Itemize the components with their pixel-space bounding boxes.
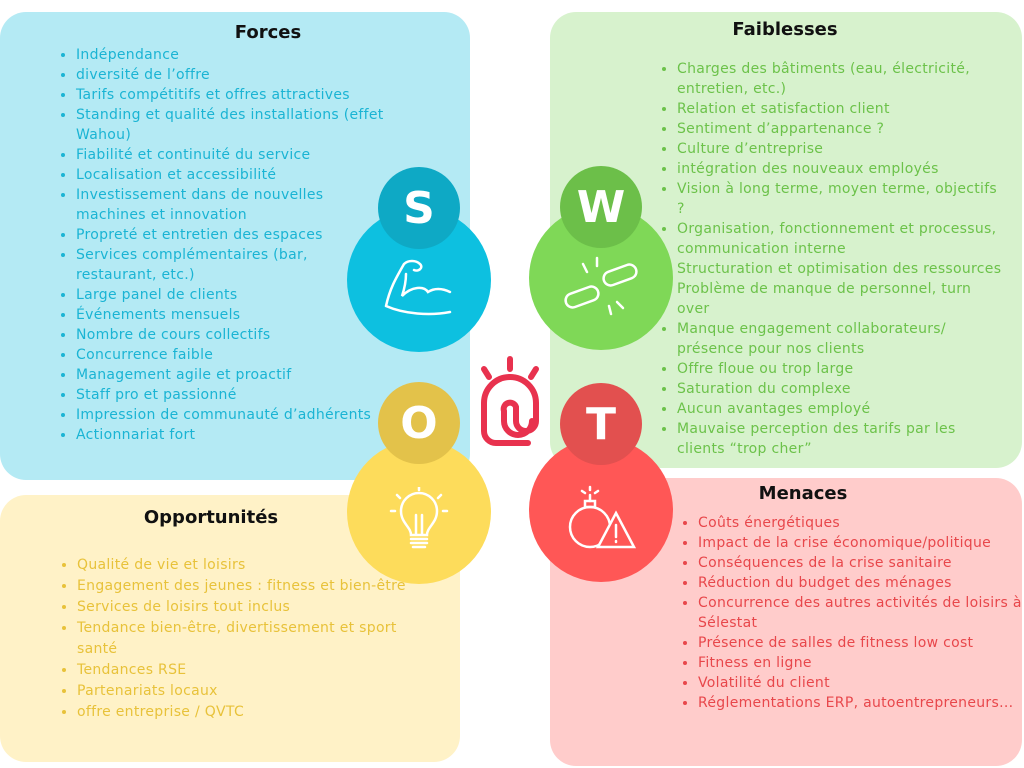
- weaknesses-item: Aucun avantages employé: [677, 399, 1007, 419]
- strengths-list: Indépendancediversité de l’offreTarifs c…: [60, 45, 386, 445]
- weaknesses-item: Charges des bâtiments (eau, électricité,…: [677, 59, 1007, 99]
- broken-chain-icon: [564, 256, 638, 316]
- strengths-item: Concurrence faible: [76, 345, 386, 365]
- opportunities-list: Qualité de vie et loisirsEngagement des …: [61, 555, 417, 723]
- threats-item: Concurrence des autres activités de lois…: [698, 593, 1023, 633]
- threats-item: Volatilité du client: [698, 673, 1023, 693]
- threats-item: Coûts énergétiques: [698, 513, 1023, 533]
- opportunities-item: Tendances RSE: [77, 660, 417, 681]
- strengths-item: Large panel de clients: [76, 285, 386, 305]
- brand-logo-icon: [481, 356, 539, 446]
- opportunities-item: Qualité de vie et loisirs: [77, 555, 417, 576]
- lightbulb-icon: [389, 487, 449, 549]
- strengths-item: Indépendance: [76, 45, 386, 65]
- strengths-item: Tarifs compétitifs et offres attractives: [76, 85, 386, 105]
- weaknesses-item: Organisation, fonctionnement et processu…: [677, 219, 1007, 259]
- weaknesses-item: Saturation du complexe: [677, 379, 1007, 399]
- threats-item: Conséquences de la crise sanitaire: [698, 553, 1023, 573]
- weaknesses-item: Manque engagement collaborateurs/ présen…: [677, 319, 1007, 359]
- weaknesses-title: Faiblesses: [732, 19, 838, 40]
- flexed-bicep-icon: [384, 259, 452, 316]
- weaknesses-item: Offre floue ou trop large: [677, 359, 1007, 379]
- opportunities-letter-badge: O: [378, 382, 460, 464]
- opportunities-item: Engagement des jeunes : fitness et bien-…: [77, 576, 417, 597]
- strengths-item: Actionnariat fort: [76, 425, 386, 445]
- strengths-item: Management agile et proactif: [76, 365, 386, 385]
- strengths-item: Services complémentaires (bar, restauran…: [76, 245, 386, 285]
- strengths-title: Forces: [234, 22, 302, 43]
- threats-item: Réduction du budget des ménages: [698, 573, 1023, 593]
- weaknesses-item: Culture d’entreprise: [677, 139, 1007, 159]
- opportunities-circle: [347, 440, 491, 584]
- weaknesses-item: Mauvaise perception des tarifs par les c…: [677, 419, 1007, 459]
- weaknesses-item: intégration des nouveaux employés: [677, 159, 1007, 179]
- threats-letter-badge: T: [560, 383, 642, 465]
- weaknesses-panel: Faiblesses Charges des bâtiments (eau, é…: [550, 12, 1022, 468]
- weaknesses-item: Sentiment d’appartenance ?: [677, 119, 1007, 139]
- strengths-item: Événements mensuels: [76, 305, 386, 325]
- opportunities-item: Tendance bien-être, divertissement et sp…: [77, 618, 417, 660]
- strengths-item: Standing et qualité des installations (e…: [76, 105, 386, 145]
- strengths-item: diversité de l’offre: [76, 65, 386, 85]
- threats-list: Coûts énergétiquesImpact de la crise éco…: [682, 513, 1023, 713]
- weaknesses-item: Relation et satisfaction client: [677, 99, 1007, 119]
- strengths-item: Fiabilité et continuité du service: [76, 145, 386, 165]
- strengths-item: Impression de communauté d’adhérents: [76, 405, 386, 425]
- strengths-item: Localisation et accessibilité: [76, 165, 386, 185]
- opportunities-item: offre entreprise / QVTC: [77, 702, 417, 723]
- strengths-item: Propreté et entretien des espaces: [76, 225, 386, 245]
- threats-item: Impact de la crise économique/politique: [698, 533, 1023, 553]
- weaknesses-item: Problème de manque de personnel, turn ov…: [677, 279, 1007, 319]
- bomb-warning-icon: [568, 485, 636, 549]
- opportunities-title: Opportunités: [143, 507, 279, 528]
- strengths-letter-badge: S: [378, 167, 460, 249]
- weaknesses-item: Vision à long terme, moyen terme, object…: [677, 179, 1007, 219]
- weaknesses-item: Structuration et optimisation des ressou…: [677, 259, 1007, 279]
- weaknesses-letter-badge: W: [560, 166, 642, 248]
- threats-item: Réglementations ERP, autoentrepreneurs..…: [698, 693, 1023, 713]
- strengths-item: Staff pro et passionné: [76, 385, 386, 405]
- strengths-item: Investissement dans de nouvelles machine…: [76, 185, 386, 225]
- opportunities-item: Partenariats locaux: [77, 681, 417, 702]
- threats-title: Menaces: [758, 483, 848, 504]
- threats-item: Fitness en ligne: [698, 653, 1023, 673]
- weaknesses-list: Charges des bâtiments (eau, électricité,…: [661, 59, 1007, 459]
- threats-item: Présence de salles de fitness low cost: [698, 633, 1023, 653]
- strengths-item: Nombre de cours collectifs: [76, 325, 386, 345]
- opportunities-item: Services de loisirs tout inclus: [77, 597, 417, 618]
